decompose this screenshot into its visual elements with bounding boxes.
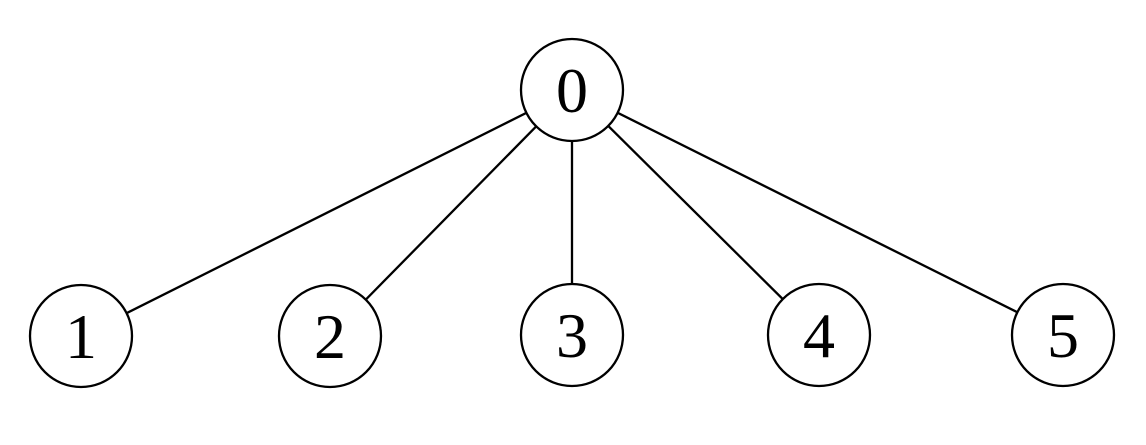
node-1-label: 1 [65,301,97,372]
node-5-label: 5 [1047,300,1079,371]
node-1 [28,283,134,389]
node-3-label: 3 [556,300,588,371]
node-0-label: 0 [556,55,588,126]
node-2 [277,283,383,389]
node-4-label: 4 [803,300,835,371]
node-5 [1010,282,1116,388]
edge-0-4 [571,89,820,336]
edge-0-1 [80,88,573,338]
node-2-label: 2 [314,301,346,372]
node-4 [766,282,872,388]
node-3 [519,282,625,388]
node-0 [519,37,625,143]
edge-0-2 [329,89,573,337]
edge-0-5 [571,88,1064,337]
